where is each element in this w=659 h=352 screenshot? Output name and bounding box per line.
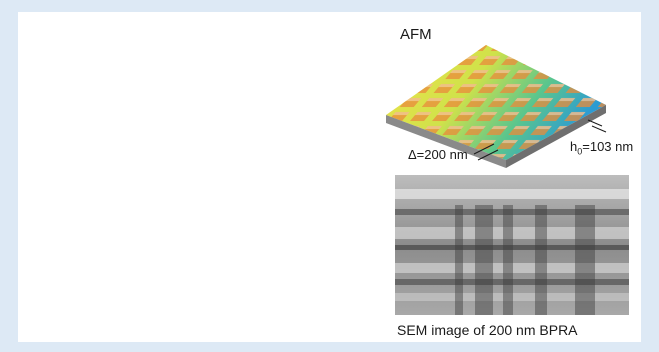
afm-label: AFM: [400, 26, 432, 43]
binary-pattern-image: [37, 20, 357, 342]
delta-prefix: Δ=: [408, 147, 425, 162]
height-label: h0=103 nm: [570, 139, 633, 157]
height-value: =103 nm: [582, 139, 634, 154]
sem-caption: SEM image of 200 nm BPRA: [397, 322, 578, 338]
height-subscript: 0: [577, 146, 583, 157]
period-label: Δ=200 nm: [408, 147, 468, 162]
sem-image: [395, 175, 629, 315]
afm-3d-image: [386, 45, 607, 168]
height-letter: h: [570, 139, 578, 154]
delta-value: 200 nm: [424, 147, 468, 162]
